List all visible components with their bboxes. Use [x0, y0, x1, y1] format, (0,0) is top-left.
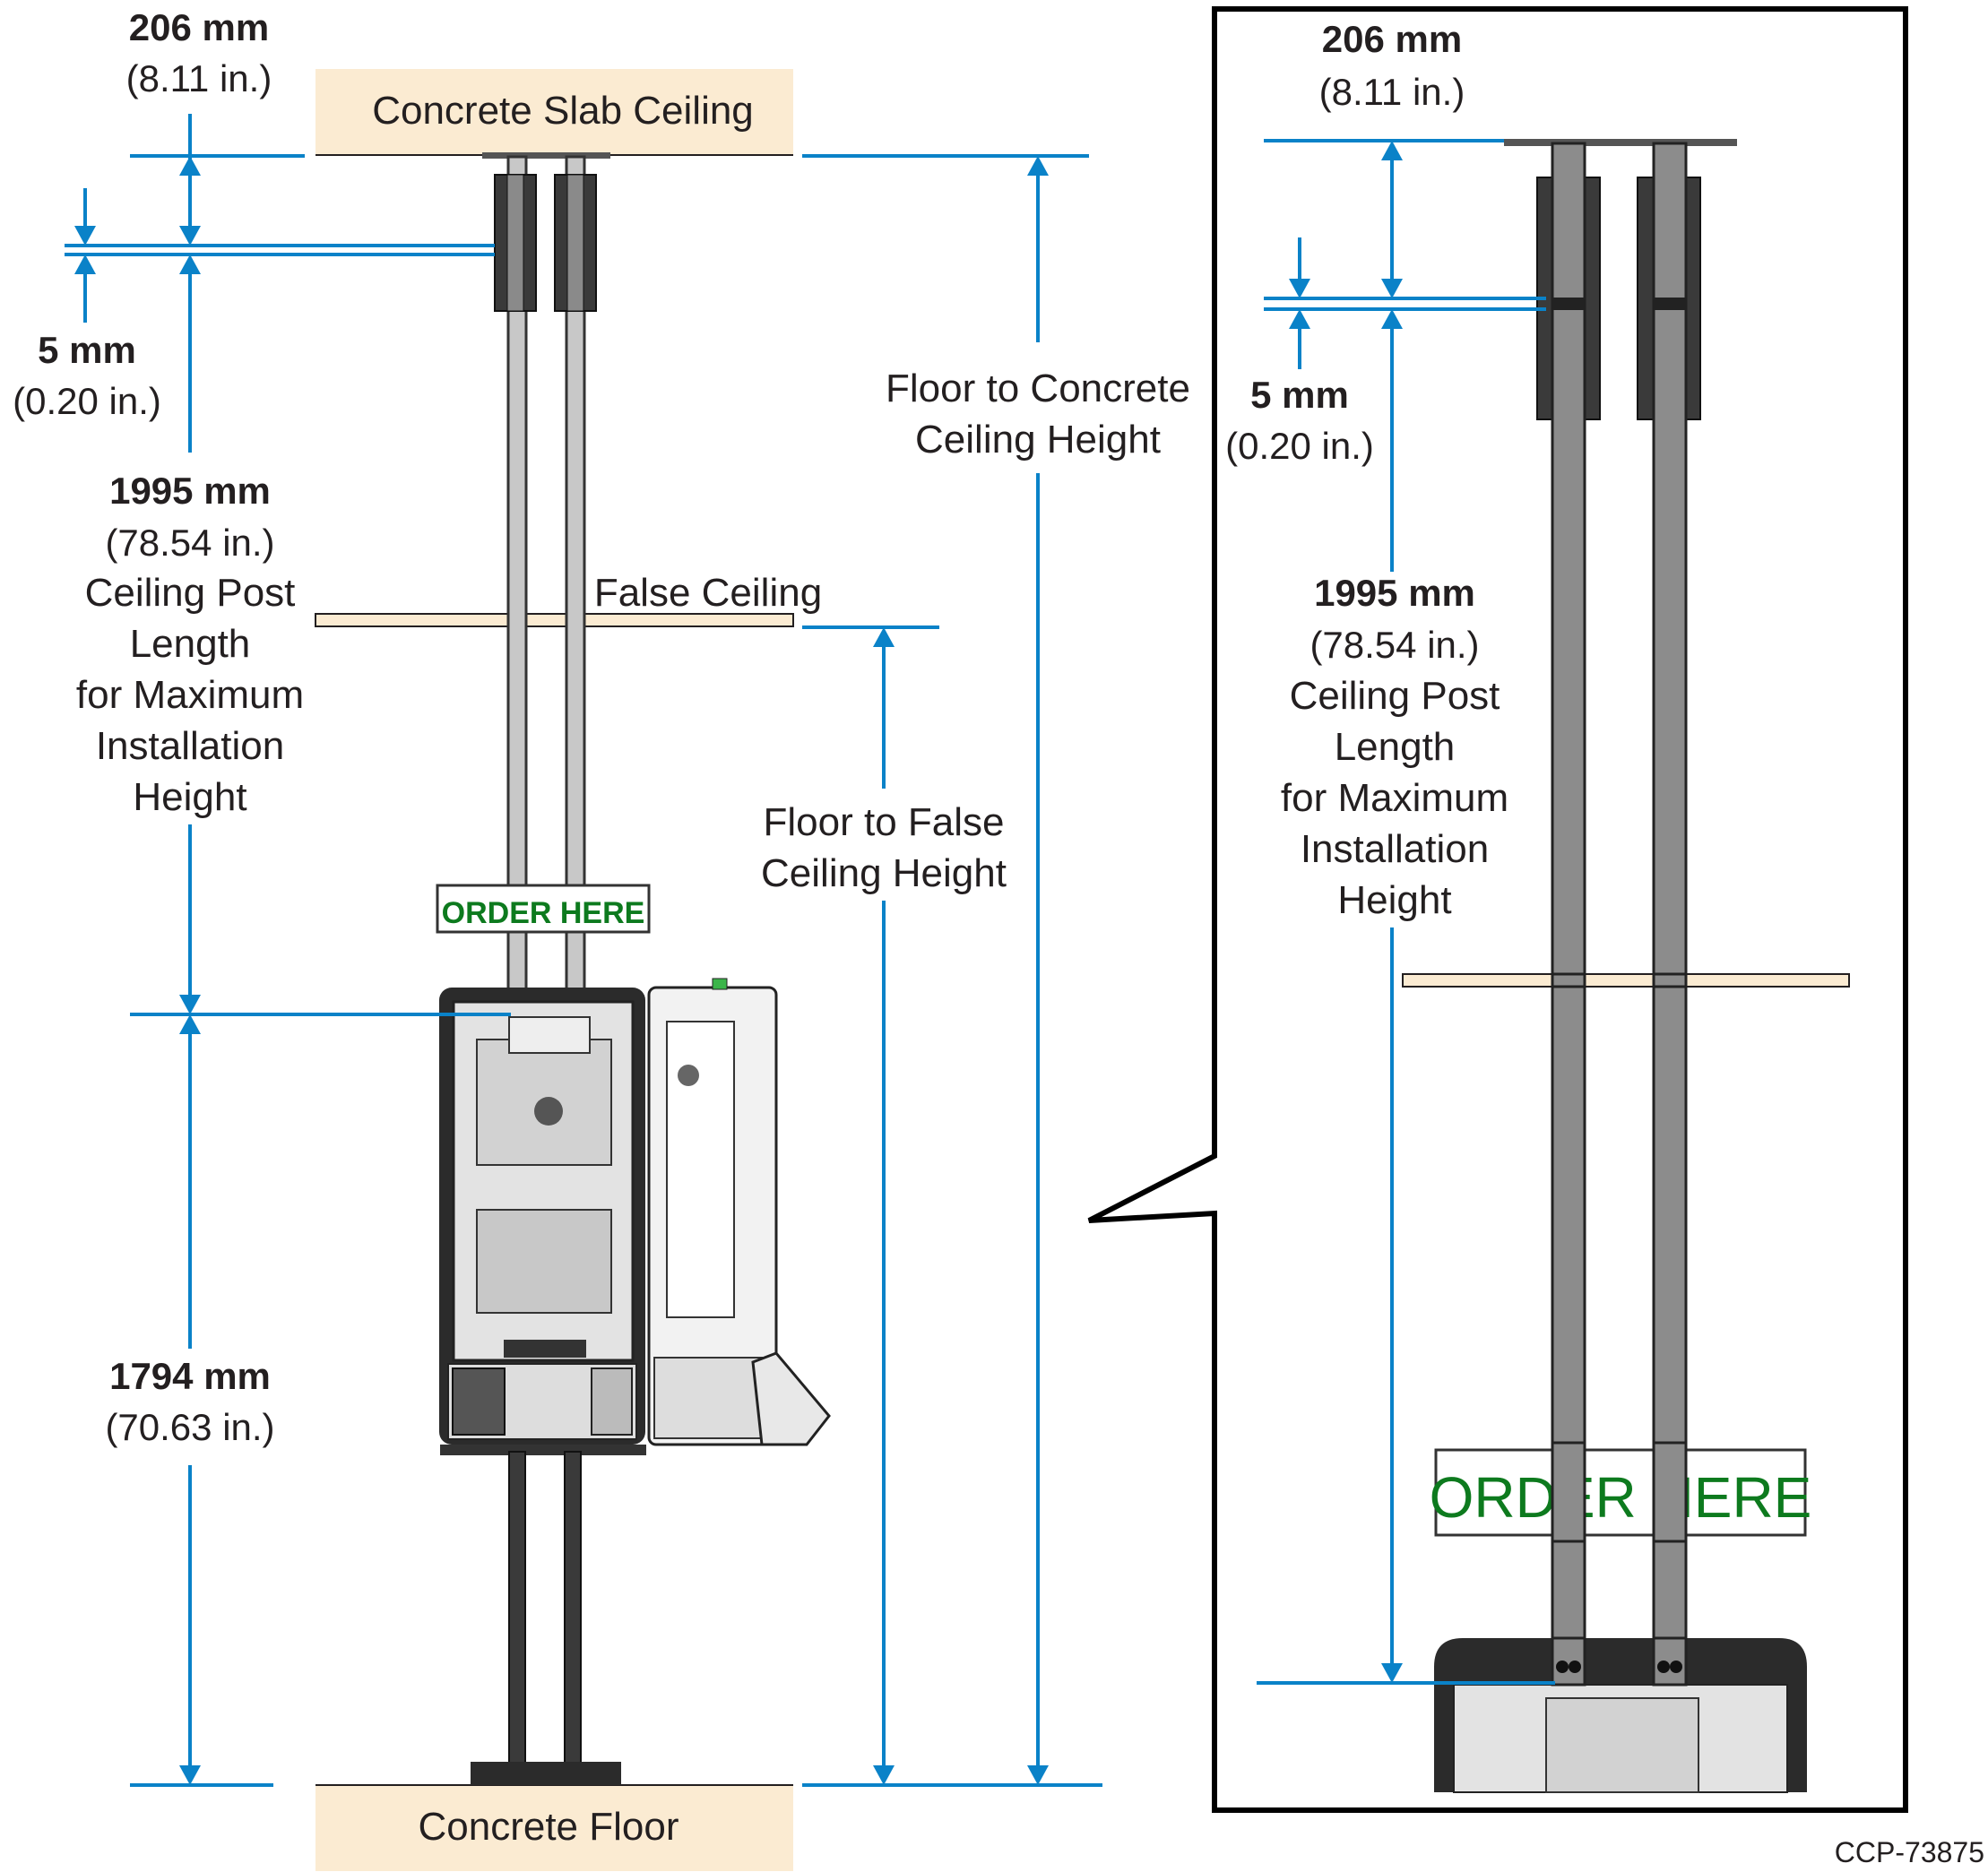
detail-false-ceiling [1402, 973, 1850, 988]
detail-mount-plate [1504, 139, 1737, 146]
concrete-slab-ceiling-label: Concrete Slab Ceiling [372, 89, 754, 133]
figure-id: CCP-73875 [1835, 1836, 1984, 1868]
detail-callout-frame [1087, 6, 1908, 1813]
dim-1995-desc-1: Ceiling Post [85, 571, 296, 615]
detail-kiosk-top [1434, 1636, 1807, 1793]
floor-to-false-label-2: Ceiling Height [761, 851, 1007, 895]
concrete-floor [315, 1785, 793, 1871]
order-here-sign [436, 884, 651, 934]
detail-post-right [1652, 142, 1688, 1687]
dim-206mm-in: (8.11 in.) [126, 57, 272, 99]
dim-1794mm: 1794 mm [109, 1355, 271, 1397]
ceiling-mount-plate [482, 152, 610, 159]
detail-order-here-sign [1434, 1448, 1807, 1537]
dim-206mm: 206 mm [129, 6, 269, 48]
detail-dim-1995-desc-2: Length [1335, 725, 1456, 769]
concrete-floor-label: Concrete Floor [418, 1805, 679, 1849]
detail-post-left [1551, 142, 1586, 1687]
dim-5mm-in: (0.20 in.) [13, 380, 161, 422]
floor-to-concrete-label-2: Ceiling Height [915, 418, 1161, 462]
detail-dim-1995-desc-3: for Maximum [1281, 776, 1508, 820]
dim-1995-desc-2: Length [130, 622, 251, 666]
detail-dim-1995-desc-5: Height [1337, 878, 1451, 922]
dim-1995-desc-3: for Maximum [76, 673, 304, 717]
detail-dim-1995-desc-1: Ceiling Post [1290, 674, 1500, 718]
order-here-sign-text: ORDER HERE [442, 896, 645, 930]
detail-order-here-sign-text: ORDER HERE [1430, 1465, 1812, 1530]
concrete-slab-ceiling [315, 69, 793, 155]
dim-1794mm-in: (70.63 in.) [105, 1406, 274, 1448]
dim-1995-desc-4: Installation [96, 724, 284, 768]
detail-dim-1995mm-in: (78.54 in.) [1309, 624, 1479, 666]
detail-dim-5mm-in: (0.20 in.) [1225, 425, 1374, 467]
false-ceiling [315, 613, 794, 627]
detail-dim-206mm-in: (8.11 in.) [1319, 71, 1465, 113]
detail-dim-206mm: 206 mm [1322, 18, 1462, 60]
floor-to-concrete-label-1: Floor to Concrete [886, 367, 1190, 410]
dim-1995mm-in: (78.54 in.) [105, 522, 274, 564]
false-ceiling-label: False Ceiling [594, 571, 822, 615]
dim-1995mm: 1995 mm [109, 470, 271, 512]
kiosk-unit [439, 978, 831, 1785]
detail-dim-1995-desc-4: Installation [1301, 827, 1489, 871]
detail-dim-5mm: 5 mm [1250, 374, 1349, 416]
dim-1995-desc-5: Height [133, 775, 246, 819]
floor-to-false-label-1: Floor to False [764, 800, 1005, 844]
detail-dim-1995mm: 1995 mm [1314, 572, 1475, 614]
dim-5mm: 5 mm [38, 329, 136, 371]
